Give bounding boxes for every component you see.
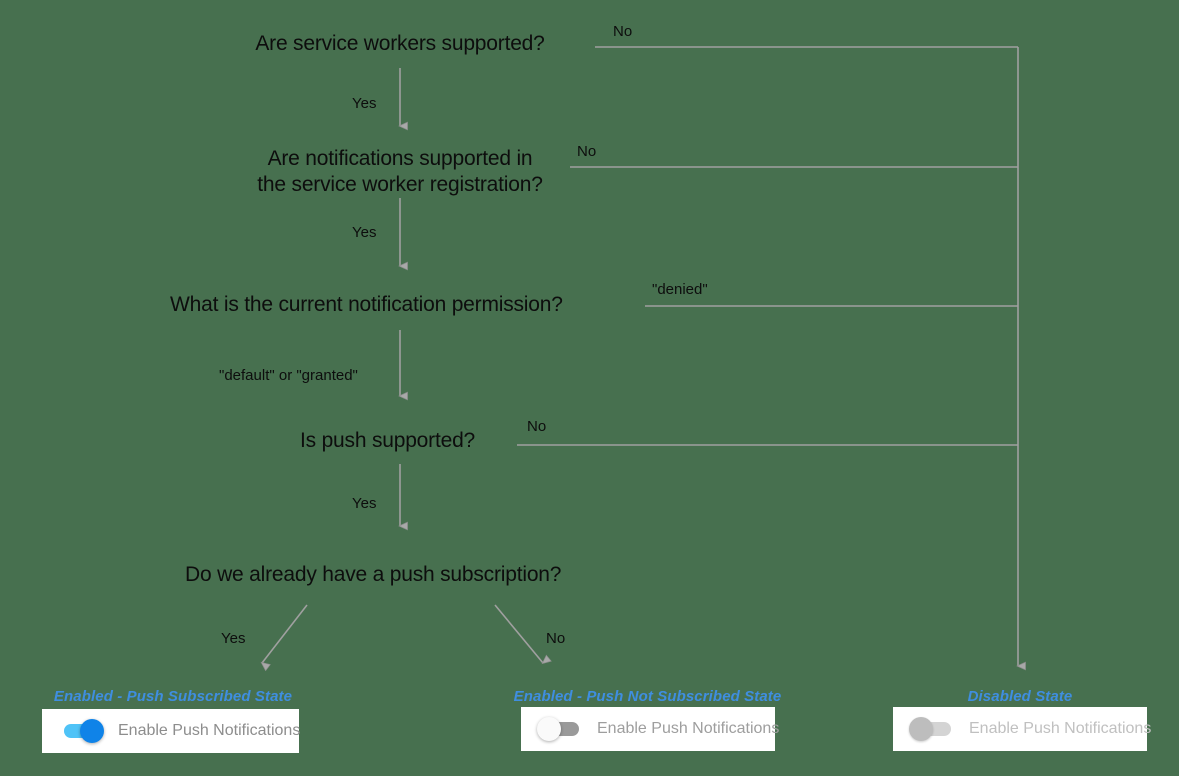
toggle-enable-push-notifications-disabled [909,717,955,741]
edge-label-q5-no: No [546,630,566,647]
state-label-push-not-subscribed: Enabled - Push Not Subscribed State [513,688,782,705]
edge-label-q4-yes: Yes [352,495,377,512]
toggle-label-push-subscribed: Enable Push Notifications [118,722,301,739]
toggle-knob [909,717,933,741]
edge-label-q4-no: No [527,418,547,435]
edge-label-q2-no: No [577,143,597,160]
state-label-disabled: Disabled State [967,688,1073,705]
decision-node-notifications-supported-line1: Are notifications supported in [267,147,533,170]
edge-label-q1-yes: Yes [352,95,377,112]
toggle-label-disabled: Enable Push Notifications [969,720,1152,737]
edge-label-q3-denied: "denied" [652,281,708,298]
toggle-knob [80,719,104,743]
decision-node-permission: What is the current notification permiss… [170,293,563,316]
edge-label-q1-no: No [613,23,633,40]
outcome-card-disabled: Enable Push Notifications [893,707,1151,751]
decision-node-existing-subscription: Do we already have a push subscription? [185,563,562,586]
edge-label-q3-default-granted: "default" or "granted" [219,367,358,384]
decision-node-notifications-supported-line2: the service worker registration? [257,173,543,196]
toggle-label-push-not-subscribed: Enable Push Notifications [597,720,780,737]
edge-q5-no [494,604,552,665]
edge-q5-yes [260,604,308,672]
toggle-enable-push-notifications-on[interactable] [58,719,104,743]
edge-label-q2-yes: Yes [352,224,377,241]
toggle-knob [537,717,561,741]
edge-label-q5-yes: Yes [221,630,246,647]
toggle-enable-push-notifications-off[interactable] [537,717,583,741]
decision-node-push-supported: Is push supported? [300,429,476,452]
state-label-push-subscribed: Enabled - Push Subscribed State [53,688,293,705]
outcome-card-push-not-subscribed: Enable Push Notifications [521,707,779,751]
decision-node-notifications-supported: Are notifications supported in the servi… [230,146,570,198]
outcome-card-push-subscribed: Enable Push Notifications [42,709,301,753]
decision-node-service-workers: Are service workers supported? [255,32,545,55]
